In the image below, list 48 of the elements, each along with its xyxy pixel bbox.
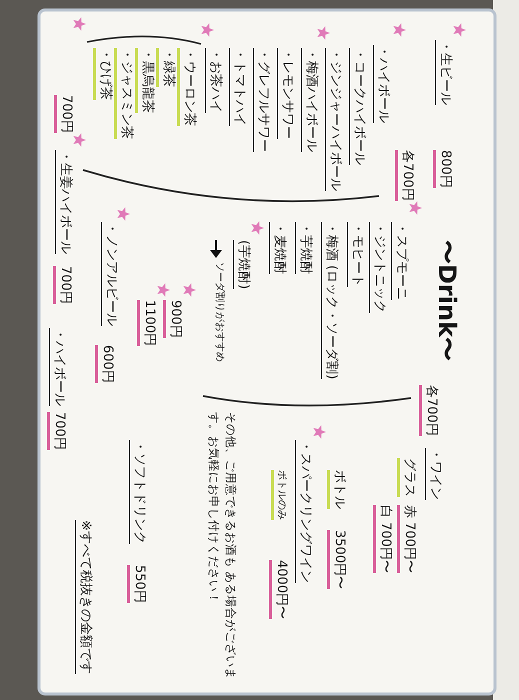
price: 600円 <box>95 345 115 383</box>
menu-item: ・芋焼酎 <box>295 222 313 274</box>
menu-item: ・グレフルサワー <box>253 48 271 152</box>
menu-heading: 〜Drink〜 <box>432 240 461 362</box>
price: 700円 <box>53 266 73 304</box>
menu-item: ・梅酒 (ロック・ソーダ割) <box>321 222 339 380</box>
price: 900円 <box>163 300 183 338</box>
menu-item: ・トマトハイ <box>229 48 247 126</box>
menu-item: ・ワイン <box>425 448 443 500</box>
menu-item: ・ひげ茶 <box>93 48 113 100</box>
menu-item: ・ジントニック <box>369 222 387 313</box>
menu-item: ・麦焼酎 <box>269 222 287 274</box>
menu-item: ・生姜ハイボール <box>55 150 73 254</box>
price: 各700円 <box>395 150 415 201</box>
menu-item: ※すべて税抜きの金額です <box>75 520 93 674</box>
menu-item: (芋焼酎) <box>233 240 251 290</box>
menu-item: ・ハイボール <box>373 45 391 123</box>
menu-item: ボトル <box>327 470 347 509</box>
menu-note: ソーダ割りがおすすめ <box>213 262 225 362</box>
menu-item: ・ジャスミン茶 <box>114 48 134 139</box>
note-text: その他、ご用意できるお酒も ある場合がございます。お気軽にお申し付けください！ <box>206 412 239 682</box>
menu-item: グラス <box>397 458 417 497</box>
price: 赤 700円〜 <box>397 505 417 573</box>
price: 各700円 <box>419 385 439 436</box>
menu-item: ・お茶ハイ <box>205 48 223 113</box>
menu-item: ・ジンジャーハイボール <box>325 48 343 191</box>
price: 4000円〜 <box>269 560 289 620</box>
menu-note: ボトルのみ <box>271 470 287 520</box>
menu-item: ・生ビール <box>435 40 453 105</box>
menu-item: ・ハイボール <box>49 328 67 406</box>
menu-item: ・スプモーニ <box>391 222 409 300</box>
price: 700円 <box>47 412 67 450</box>
price: 1100円 <box>137 300 157 346</box>
menu-item: ・コークハイボール <box>349 48 367 165</box>
price: 白 700円〜 <box>373 505 393 573</box>
price: 550円 <box>127 565 147 603</box>
menu-item: ・スパークリングワイン <box>295 440 313 583</box>
menu-item: ・ソフトドリンク <box>129 440 147 544</box>
menu-item: ・モヒート <box>347 222 365 287</box>
price: 3500円〜 <box>327 530 347 590</box>
menu-item: ・緑茶 <box>156 48 176 87</box>
menu-item: ・梅酒ハイボール <box>301 48 319 152</box>
menu-item: ・ノンアルビール <box>101 222 119 326</box>
menu-item: ・レモンサワー <box>277 48 295 139</box>
menu-item: ・ウーロン茶 <box>177 48 197 126</box>
price: 700円 <box>54 95 74 133</box>
price: 800円 <box>433 150 453 188</box>
menu-item: ・黒烏龍茶 <box>135 48 155 113</box>
